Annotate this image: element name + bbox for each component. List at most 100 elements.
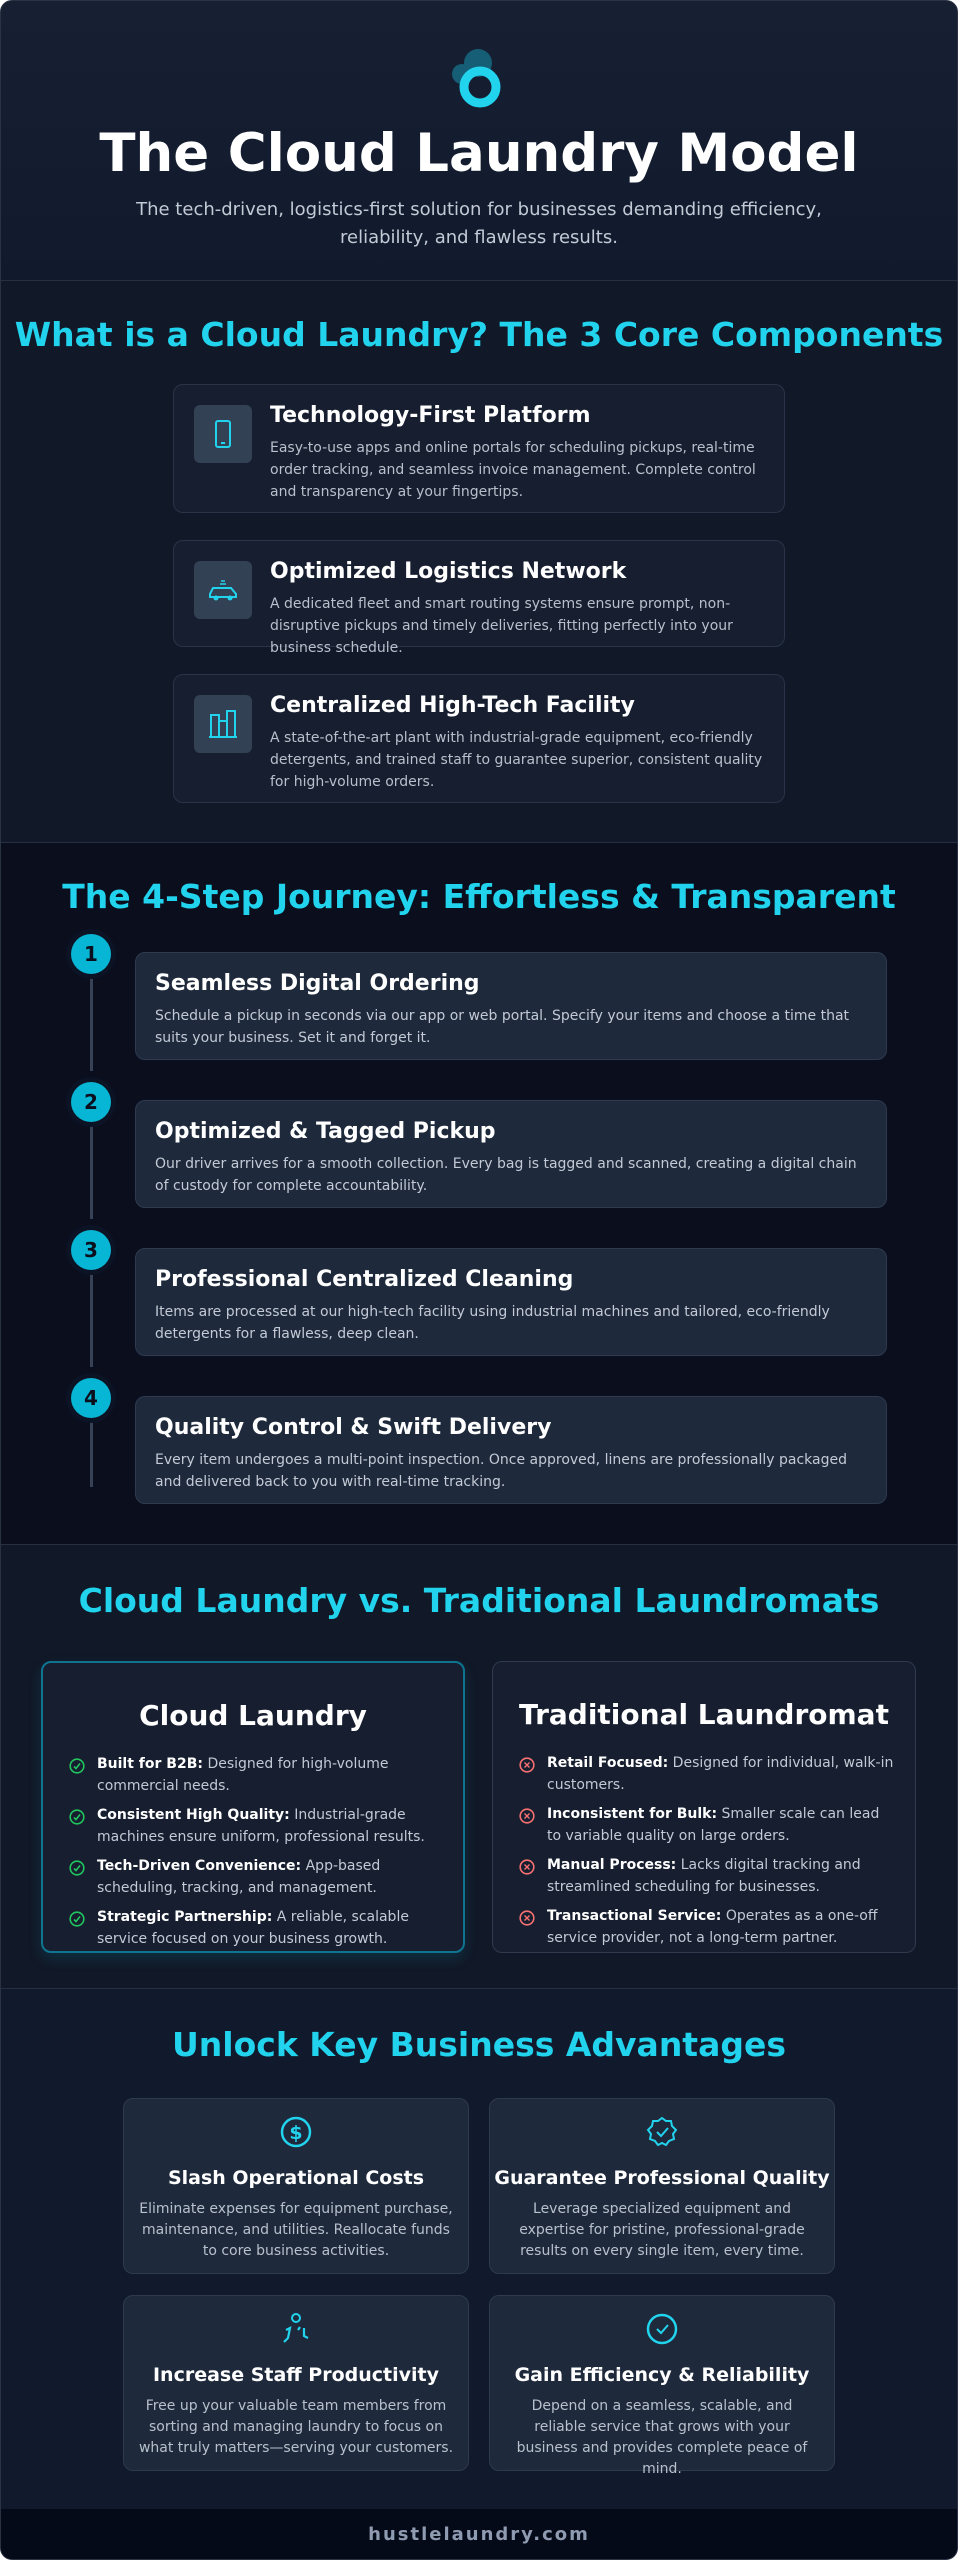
step-number: 4 <box>71 1378 111 1418</box>
item-text: Designed for individual, walk-in custome… <box>547 1755 894 1793</box>
step-desc: Our driver arrives for a smooth collecti… <box>155 1156 857 1194</box>
comparison-heading: Cloud Laundry vs. Traditional Laundromat… <box>78 1581 880 1620</box>
timeline-line <box>90 973 93 1071</box>
card-title: Cloud Laundry <box>139 1699 367 1732</box>
item-text: Operates as a one-off service provider, … <box>547 1908 878 1946</box>
item-label: Inconsistent for Bulk: <box>547 1806 718 1822</box>
step-title: Quality Control & Swift Delivery <box>155 1415 552 1440</box>
step-title: Professional Centralized Cleaning <box>155 1267 574 1292</box>
step-desc: Every item undergoes a multi-point inspe… <box>155 1452 847 1490</box>
timeline-line <box>90 1269 93 1367</box>
item-text: A reliable, scalable service focused on … <box>97 1909 409 1947</box>
check-circle-icon <box>490 2312 834 2348</box>
components-section: What is a Cloud Laundry? The 3 Core Comp… <box>1 281 957 843</box>
item-text: Designed for high-volume commercial need… <box>97 1756 389 1794</box>
component-card: Technology-First Platform Easy-to-use ap… <box>173 384 785 513</box>
staff-icon <box>124 2312 468 2348</box>
step-card: Seamless Digital Ordering Schedule a pic… <box>135 952 887 1060</box>
step-number: 1 <box>71 934 111 974</box>
advantage-desc: Eliminate expenses for equipment purchas… <box>139 2201 453 2259</box>
svg-text:$: $ <box>289 2122 302 2144</box>
check-circle-icon <box>69 1860 85 1876</box>
timeline-line <box>90 1121 93 1219</box>
cloud-laundry-card: Cloud Laundry Built for B2B: Designed fo… <box>41 1661 465 1953</box>
step-card: Quality Control & Swift Delivery Every i… <box>135 1396 887 1504</box>
item-label: Transactional Service: <box>547 1908 722 1924</box>
item-label: Retail Focused: <box>547 1755 669 1771</box>
advantage-card: Gain Efficiency & Reliability Depend on … <box>489 2295 835 2477</box>
hero-section: The Cloud Laundry Model The tech-driven,… <box>1 1 957 281</box>
comparison-item: Retail Focused: Designed for individual,… <box>519 1752 895 1796</box>
item-label: Tech-Driven Convenience: <box>97 1858 302 1874</box>
check-circle-icon <box>69 1809 85 1825</box>
item-text: Industrial-grade machines ensure uniform… <box>97 1807 425 1845</box>
comparison-item: Consistent High Quality: Industrial-grad… <box>69 1804 443 1848</box>
step-card: Optimized & Tagged Pickup Our driver arr… <box>135 1100 887 1208</box>
advantage-title: Gain Efficiency & Reliability <box>514 2364 810 2386</box>
item-label: Strategic Partnership: <box>97 1909 273 1925</box>
advantage-title: Increase Staff Productivity <box>152 2364 440 2386</box>
footer-site-link[interactable]: hustlelaundry.com <box>1 2509 957 2559</box>
page-subtitle: The tech-driven, logistics-first solutio… <box>136 199 822 248</box>
verified-badge-icon <box>490 2115 834 2151</box>
item-label: Consistent High Quality: <box>97 1807 290 1823</box>
component-card: Centralized High-Tech Facility A state-o… <box>173 674 785 803</box>
journey-section: The 4-Step Journey: Effortless & Transpa… <box>1 843 957 1545</box>
advantage-desc: Leverage specialized equipment and exper… <box>519 2201 805 2259</box>
item-text: Smaller scale can lead to variable quali… <box>547 1806 880 1844</box>
advantage-card: Guarantee Professional Quality Leverage … <box>489 2098 835 2274</box>
cons-list: Retail Focused: Designed for individual,… <box>519 1752 895 1956</box>
advantage-title: Guarantee Professional Quality <box>494 2167 830 2189</box>
building-icon <box>194 695 252 753</box>
step-desc: Schedule a pickup in seconds via our app… <box>155 1008 850 1046</box>
advantage-card: Increase Staff Productivity Free up your… <box>123 2295 469 2471</box>
advantage-desc: Depend on a seamless, scalable, and reli… <box>516 2398 808 2477</box>
item-text: Lacks digital tracking and streamlined s… <box>547 1857 861 1895</box>
comparison-item: Strategic Partnership: A reliable, scala… <box>69 1906 443 1950</box>
step-desc: Items are processed at our high-tech fac… <box>155 1304 830 1342</box>
step-number: 2 <box>71 1082 111 1122</box>
step-title: Optimized & Tagged Pickup <box>155 1119 496 1144</box>
component-desc: A state-of-the-art plant with industrial… <box>270 730 763 790</box>
component-title: Optimized Logistics Network <box>270 559 627 584</box>
pros-list: Built for B2B: Designed for high-volume … <box>69 1753 443 1957</box>
step-number: 3 <box>71 1230 111 1270</box>
components-heading: What is a Cloud Laundry? The 3 Core Comp… <box>14 315 944 354</box>
advantages-section: Unlock Key Business Advantages $ Slash O… <box>1 1989 957 2512</box>
x-circle-icon <box>519 1859 535 1875</box>
comparison-item: Tech-Driven Convenience: App-based sched… <box>69 1855 443 1899</box>
comparison-section: Cloud Laundry vs. Traditional Laundromat… <box>1 1545 957 1989</box>
timeline-line <box>90 1417 93 1487</box>
traditional-laundromat-card: Traditional Laundromat Retail Focused: D… <box>492 1661 916 1953</box>
check-circle-icon <box>69 1911 85 1927</box>
comparison-item: Inconsistent for Bulk: Smaller scale can… <box>519 1803 895 1847</box>
x-circle-icon <box>519 1757 535 1773</box>
component-card: Optimized Logistics Network A dedicated … <box>173 540 785 656</box>
component-title: Technology-First Platform <box>270 403 591 428</box>
delivery-car-icon <box>194 561 252 619</box>
item-label: Built for B2B: <box>97 1756 203 1772</box>
step-title: Seamless Digital Ordering <box>155 971 480 996</box>
step-card: Professional Centralized Cleaning Items … <box>135 1248 887 1356</box>
component-desc: Easy-to-use apps and online portals for … <box>270 440 756 500</box>
journey-heading: The 4-Step Journey: Effortless & Transpa… <box>62 877 896 916</box>
advantage-card: $ Slash Operational Costs Eliminate expe… <box>123 2098 469 2274</box>
item-label: Manual Process: <box>547 1857 677 1873</box>
comparison-item: Built for B2B: Designed for high-volume … <box>69 1753 443 1797</box>
advantage-desc: Free up your valuable team members from … <box>138 2398 454 2456</box>
item-text: App-based scheduling, tracking, and mana… <box>97 1858 381 1896</box>
cloud-laundry-logo-icon <box>452 49 501 108</box>
comparison-item: Transactional Service: Operates as a one… <box>519 1905 895 1949</box>
card-title: Traditional Laundromat <box>519 1698 889 1731</box>
page-title: The Cloud Laundry Model <box>99 123 859 184</box>
check-circle-icon <box>69 1758 85 1774</box>
x-circle-icon <box>519 1808 535 1824</box>
dollar-circle-icon: $ <box>124 2115 468 2151</box>
component-title: Centralized High-Tech Facility <box>270 693 635 718</box>
smartphone-icon <box>194 405 252 463</box>
x-circle-icon <box>519 1910 535 1926</box>
advantages-heading: Unlock Key Business Advantages <box>171 2025 786 2064</box>
advantage-title: Slash Operational Costs <box>167 2167 425 2189</box>
component-desc: A dedicated fleet and smart routing syst… <box>270 596 733 656</box>
